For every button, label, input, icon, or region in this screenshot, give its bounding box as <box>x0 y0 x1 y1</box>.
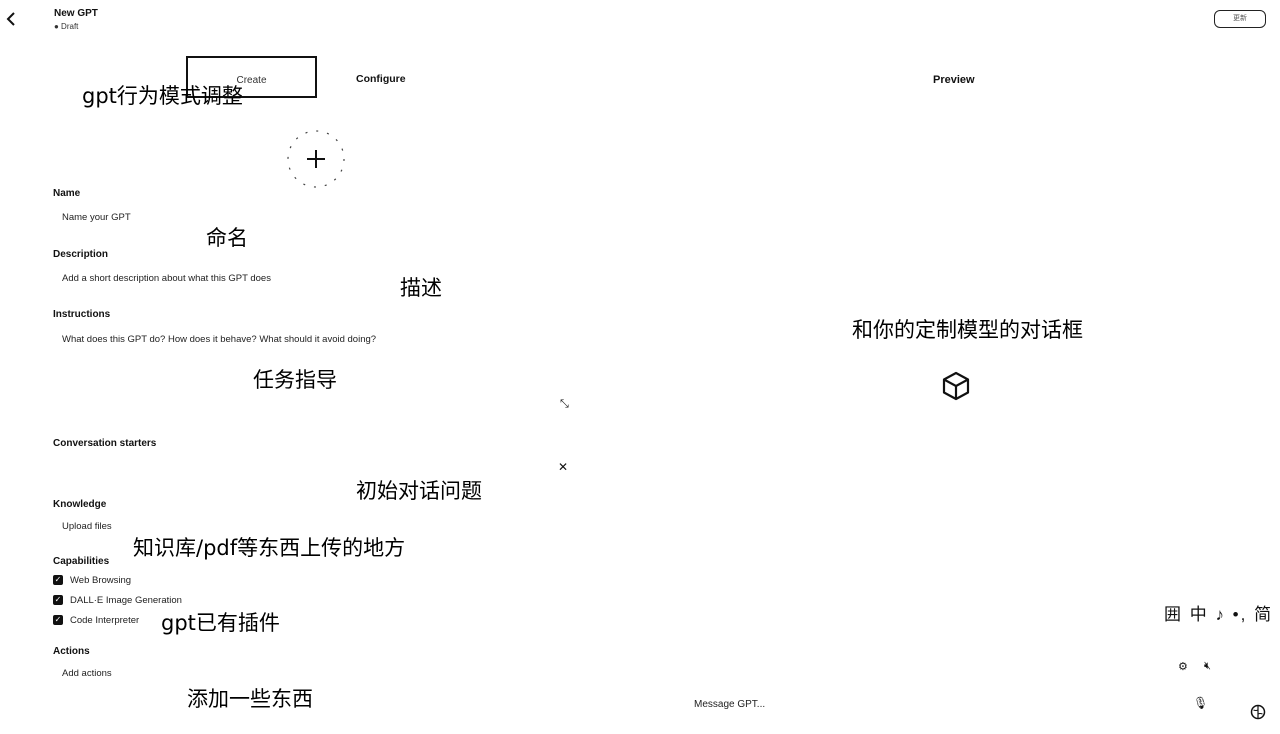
avatar-upload-plus-icon[interactable] <box>285 128 347 190</box>
annotation-name: 命名 <box>206 226 248 250</box>
close-icon[interactable]: ✕ <box>558 460 569 474</box>
description-input[interactable]: Add a short description about what this … <box>62 273 271 284</box>
gear-icon[interactable]: ⚙ <box>1178 661 1188 673</box>
tab-create[interactable]: Create <box>186 56 317 98</box>
page-title: New GPT <box>54 8 98 19</box>
knowledge-label: Knowledge <box>53 499 107 510</box>
code-interpreter-label: Code Interpreter <box>70 615 140 626</box>
dalle-checkbox[interactable]: ✓ <box>53 595 63 605</box>
mute-icon[interactable]: 🔇︎ <box>1204 660 1211 672</box>
annotation-actions: 添加一些东西 <box>187 687 313 711</box>
cube-icon <box>942 371 970 401</box>
web-browsing-checkbox[interactable]: ✓ <box>53 575 63 585</box>
instructions-label: Instructions <box>53 309 111 320</box>
annotation-knowledge: 知识库/pdf等东西上传的地方 <box>133 536 406 560</box>
actions-label: Actions <box>53 646 90 657</box>
annotation-description: 描述 <box>400 276 442 300</box>
draft-status: ● Draft <box>54 22 79 31</box>
dalle-label: DALL·E Image Generation <box>70 595 182 606</box>
name-input[interactable]: Name your GPT <box>62 212 131 223</box>
name-label: Name <box>53 188 81 199</box>
upload-files-button[interactable]: Upload files <box>62 521 112 532</box>
web-browsing-label: Web Browsing <box>70 575 132 586</box>
description-label: Description <box>53 249 109 260</box>
preview-title: Preview <box>933 74 975 86</box>
annotation-behavior: gpt行为模式调整 <box>82 84 243 108</box>
resize-handle-icon[interactable]: ⤡ <box>560 398 569 410</box>
annotation-starters: 初始对话问题 <box>356 479 482 503</box>
ime-toolbar[interactable]: 囲 中 ♪ •, 简 <box>1164 605 1274 624</box>
annotation-preview: 和你的定制模型的对话框 <box>852 318 1083 342</box>
conversation-starters-label: Conversation starters <box>53 438 157 449</box>
brain-icon[interactable] <box>1250 704 1266 720</box>
tab-configure[interactable]: Configure <box>356 73 406 85</box>
message-input[interactable]: Message GPT... <box>694 699 766 710</box>
back-chevron-icon[interactable] <box>4 10 20 28</box>
annotation-instructions: 任务指导 <box>253 368 337 392</box>
capabilities-label: Capabilities <box>53 556 110 567</box>
update-button[interactable]: 更新 <box>1214 10 1266 28</box>
code-interpreter-checkbox[interactable]: ✓ <box>53 615 63 625</box>
add-actions-button[interactable]: Add actions <box>62 668 112 679</box>
annotation-capabilities: gpt已有插件 <box>161 611 280 635</box>
mic-icon[interactable]: 🎙︎ <box>1193 696 1209 710</box>
instructions-input[interactable]: What does this GPT do? How does it behav… <box>62 334 377 345</box>
